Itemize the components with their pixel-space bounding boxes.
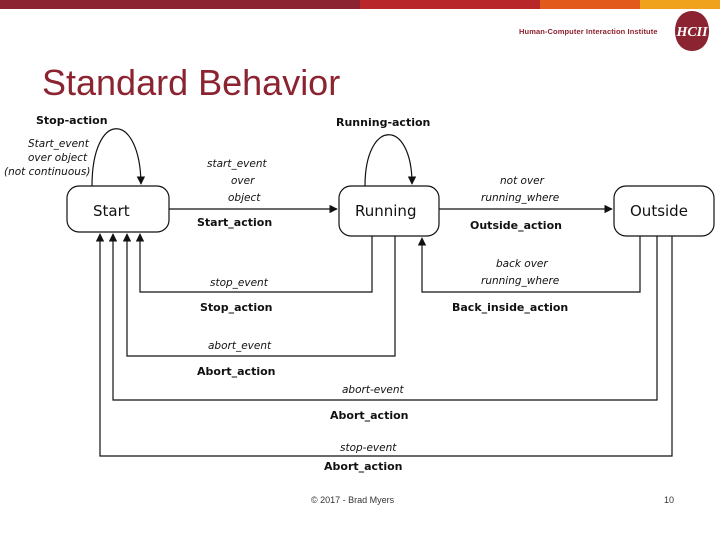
state-label-outside: Outside	[630, 202, 688, 220]
label-start-event-2: over object	[28, 152, 88, 164]
label-running-action: Running-action	[336, 116, 430, 129]
label-not-over-1: not over	[500, 175, 545, 187]
top-color-bar	[0, 0, 720, 9]
bar-segment	[640, 0, 720, 9]
self-loop-start	[91, 128, 146, 187]
label-not-over-2: running_where	[481, 192, 559, 204]
svg-text:HCII: HCII	[675, 25, 708, 40]
label-start-event-3: (not continuous)	[4, 166, 90, 178]
state-label-start: Start	[93, 202, 130, 220]
label-abort-event-2: abort-event	[342, 384, 405, 396]
institute-name: Human-Computer Interaction Institute	[519, 27, 658, 36]
state-running	[338, 185, 440, 237]
self-loop-running	[364, 134, 417, 187]
transition-outside-start-stop	[95, 233, 673, 457]
label-back-over-1: back over	[496, 258, 548, 270]
page-number: 10	[664, 495, 675, 505]
label-trans-event-3: object	[228, 192, 261, 204]
label-start-event-1: Start_event	[28, 138, 90, 150]
label-stop-event-2: stop-event	[340, 442, 397, 454]
hcii-logo: HCII	[675, 11, 709, 51]
label-abort-action-3: Abort_action	[324, 460, 403, 473]
label-stop-event: stop_event	[210, 277, 269, 289]
footer-copyright: © 2017 - Brad Myers	[311, 495, 395, 505]
bar-segment	[0, 0, 360, 9]
state-label-running: Running	[355, 202, 416, 220]
bar-segment	[360, 0, 540, 9]
bar-segment	[540, 0, 640, 9]
transition-outside-running	[417, 236, 641, 293]
label-abort-event-1: abort_event	[208, 340, 272, 352]
state-outside	[613, 185, 715, 237]
label-stop-action: Stop_action	[200, 301, 272, 314]
label-trans-event-1: start_event	[207, 158, 267, 170]
transition-outside-start-abort	[108, 233, 658, 401]
label-stop-action-top: Stop-action	[36, 114, 108, 127]
label-abort-action-2: Abort_action	[330, 409, 409, 422]
label-back-inside-action: Back_inside_action	[452, 301, 568, 314]
label-abort-action-1: Abort_action	[197, 365, 276, 378]
label-outside-action: Outside_action	[470, 219, 562, 232]
label-trans-event-2: over	[231, 175, 255, 187]
slide-title: Standard Behavior	[42, 62, 341, 103]
label-start-action: Start_action	[197, 216, 272, 229]
label-back-over-2: running_where	[481, 275, 559, 287]
transition-running-start-stop	[135, 233, 373, 293]
transition-running-start-abort	[122, 233, 396, 357]
